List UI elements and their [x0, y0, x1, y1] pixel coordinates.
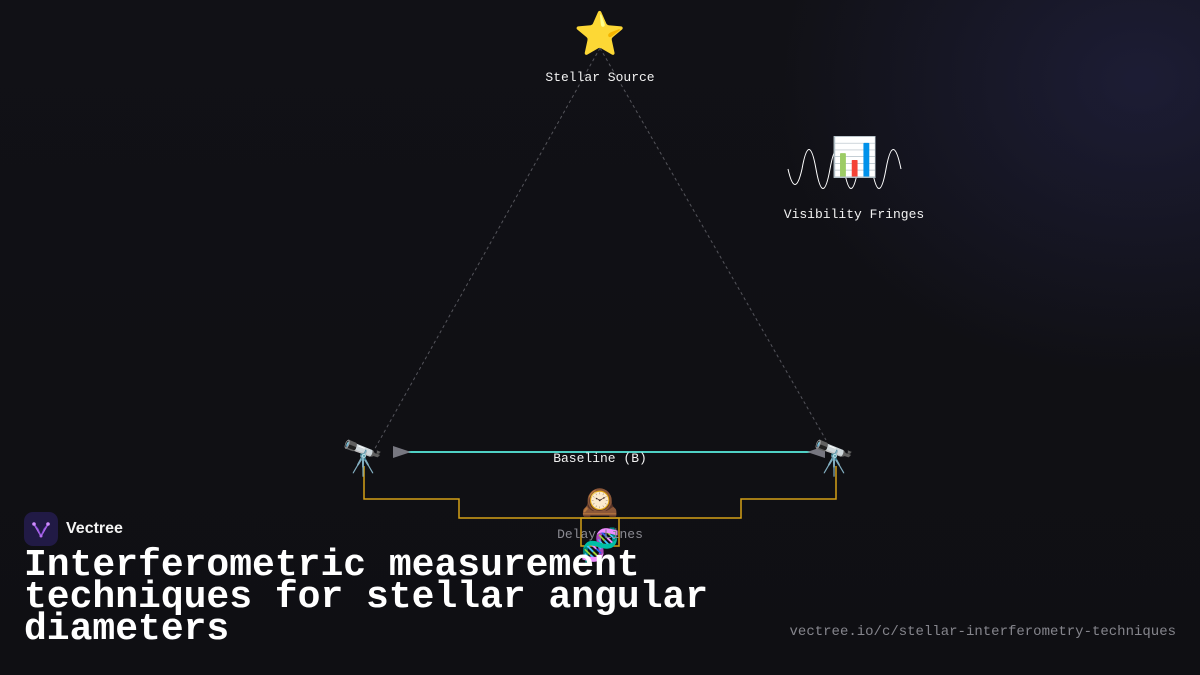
beam-combiner-box: [580, 517, 620, 547]
delay-lines-label: Delay Lines: [557, 527, 643, 542]
mantel-clock-icon: 🕰️: [581, 485, 618, 520]
bar-chart-icon: 📊: [831, 135, 878, 179]
fringe-wave: [787, 149, 902, 189]
page-title: Interferometric measurement techniques f…: [24, 544, 709, 651]
stellar-source-label: Stellar Source: [545, 70, 654, 85]
telescope-icon: 🔭: [813, 439, 855, 479]
source-url[interactable]: vectree.io/c/stellar-interferometry-tech…: [789, 624, 1176, 640]
dna-icon: 🧬: [580, 526, 620, 564]
brand-name: Vectree: [66, 520, 123, 537]
visibility-fringes-label: Visibility Fringes: [784, 207, 924, 222]
light-path-left: [372, 47, 601, 453]
baseline-arrow-right: [807, 446, 825, 458]
baseline-arrow-left: [393, 446, 411, 458]
vectree-logo-mark: [32, 522, 50, 538]
brand: Vectree: [24, 512, 123, 546]
vectree-logo-icon: [24, 512, 58, 546]
delay-path-right: [600, 466, 837, 519]
telescope-icon: 🔭: [342, 439, 384, 479]
baseline-label: Baseline (B): [553, 451, 647, 466]
star-icon: ⭐: [574, 9, 626, 58]
light-path-right: [599, 47, 827, 441]
delay-path-left: [363, 466, 600, 519]
